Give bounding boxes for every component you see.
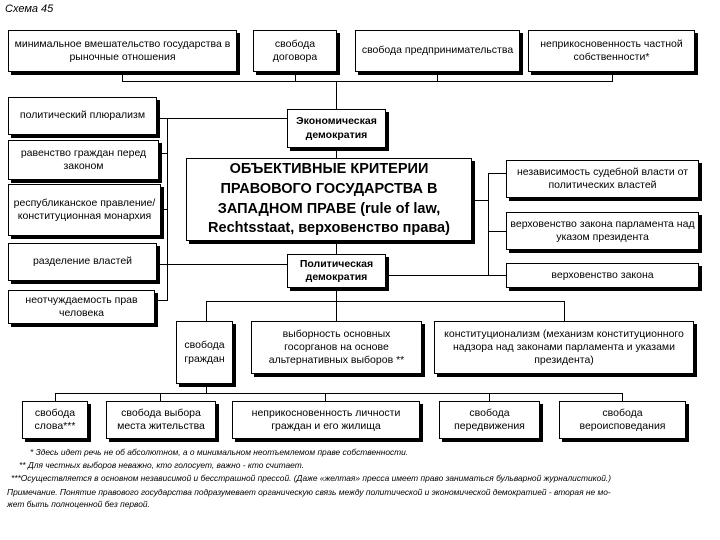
remark-note-continued: жет быть полноценной без первой. — [7, 499, 150, 509]
connector-line — [564, 301, 565, 321]
box-electivity: выборность основных госорганов на основе… — [251, 321, 422, 374]
connector-line — [336, 288, 337, 302]
box-parliament-supremacy: верховенство закона парламента над указо… — [506, 212, 699, 250]
connector-line — [488, 173, 506, 174]
connector-line — [160, 393, 161, 401]
connector-line — [157, 118, 287, 119]
box-center-title: ОБЪЕКТИВНЫЕ КРИТЕРИИ ПРАВОВОГО ГОСУДАРСТ… — [186, 158, 472, 241]
connector-line — [122, 72, 123, 81]
box-freedom-contract: свобода договора — [253, 30, 337, 72]
box-rule-of-law: верховенство закона — [506, 263, 699, 288]
box-min-intervention: минимальное вмешательство государства в … — [8, 30, 237, 72]
box-political-democracy: Политическая демократия — [287, 254, 386, 288]
box-freedom-movement: свобода передвижения — [439, 401, 540, 439]
footnote-1: * Здесь идет речь не об абсолютном, а о … — [30, 447, 409, 457]
connector-line — [122, 81, 613, 82]
connector-line — [489, 393, 490, 401]
box-freedom-speech: свобода слова*** — [22, 401, 88, 439]
connector-line — [488, 173, 489, 275]
remark-note: Примечание. Понятие правового государств… — [7, 487, 611, 498]
connector-line — [161, 209, 168, 210]
connector-line — [437, 72, 438, 81]
connector-line — [488, 231, 506, 232]
box-republican-form: республиканское правление/конституционна… — [8, 184, 161, 236]
box-freedom-religion: свобода вероисповедания — [559, 401, 686, 439]
diagram-caption: Схема 45 — [5, 3, 54, 15]
box-freedom-citizens: свобода граждан — [176, 321, 233, 384]
footnote-3: ***Осуществляется в основном независимой… — [11, 473, 612, 483]
connector-line — [336, 241, 337, 254]
connector-line — [472, 200, 489, 201]
box-economic-democracy: Экономическая демократия — [287, 109, 386, 148]
remark-label: Примечание. — [7, 487, 58, 497]
connector-line — [336, 148, 337, 158]
connector-line — [295, 72, 296, 81]
footnote-2: ** Для честных выборов неважно, кто голо… — [19, 460, 304, 470]
connector-line — [336, 301, 337, 321]
box-political-pluralism: политический плюрализм — [8, 97, 157, 135]
box-constitutionalism: конституционализм (механизм конституцион… — [434, 321, 694, 374]
box-separation-powers: разделение властей — [8, 243, 157, 281]
connector-line — [55, 393, 623, 394]
connector-line — [155, 300, 168, 301]
box-private-property: неприкосновенность частной собственности… — [528, 30, 695, 72]
box-freedom-entrepreneurship: свобода предпринимательства — [355, 30, 520, 72]
connector-line — [157, 264, 287, 265]
remark-text-line1: Понятие правового государства подразумев… — [57, 487, 611, 497]
box-inalienable-rights: неотчуждаемость прав человека — [8, 290, 155, 324]
connector-line — [612, 72, 613, 81]
box-equality-before-law: равенство граждан перед законом — [8, 140, 159, 180]
connector-line — [622, 393, 623, 401]
connector-line — [206, 384, 207, 394]
connector-line — [159, 153, 168, 154]
connector-line — [386, 275, 506, 276]
box-freedom-residence: свобода выбора места жительства — [106, 401, 216, 439]
box-judicial-independence: независимость судебной власти от политич… — [506, 160, 699, 198]
connector-line — [336, 81, 337, 109]
connector-line — [206, 301, 565, 302]
box-inviolability: неприкосновенность личности граждан и ег… — [232, 401, 420, 439]
connector-line — [206, 301, 207, 321]
connector-line — [325, 393, 326, 401]
connector-line — [55, 393, 56, 401]
